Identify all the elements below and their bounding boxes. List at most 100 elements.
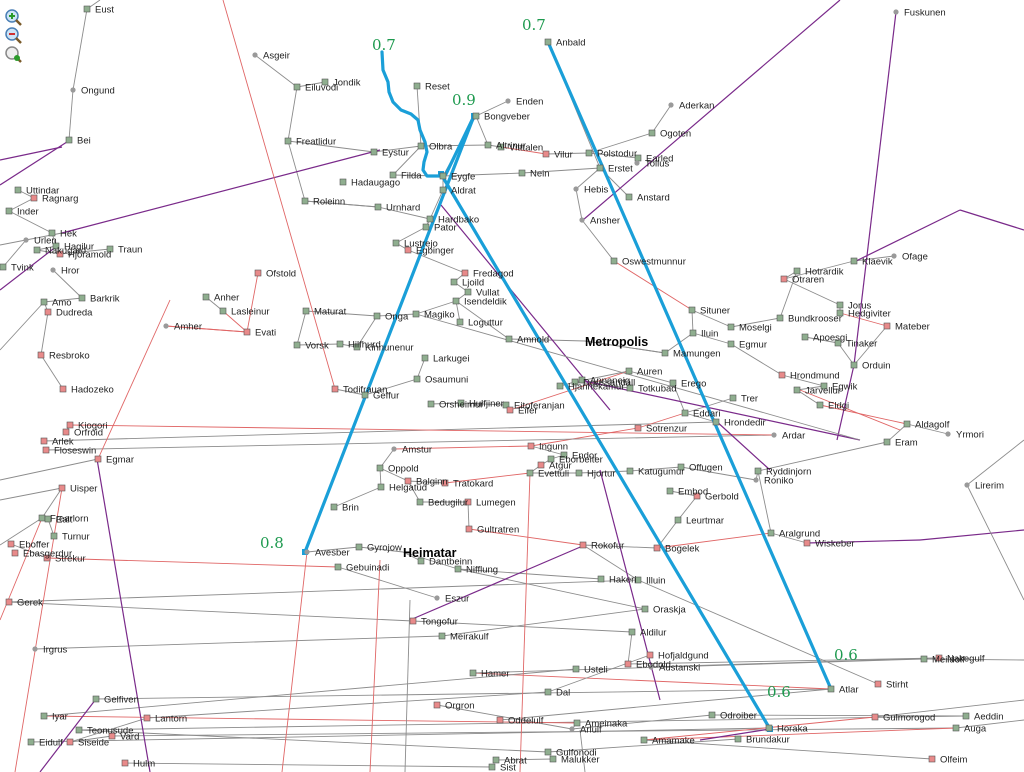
system-node[interactable] bbox=[753, 477, 759, 483]
system-node[interactable] bbox=[452, 297, 460, 305]
system-node[interactable] bbox=[780, 275, 788, 283]
system-node[interactable] bbox=[488, 763, 496, 771]
system-node[interactable] bbox=[850, 257, 858, 265]
system-node[interactable] bbox=[891, 253, 897, 259]
system-node[interactable] bbox=[874, 680, 882, 688]
system-node[interactable] bbox=[820, 382, 828, 390]
system-node[interactable] bbox=[677, 463, 685, 471]
system-node[interactable] bbox=[597, 575, 605, 583]
system-node[interactable] bbox=[62, 428, 70, 436]
system-node[interactable] bbox=[945, 431, 951, 437]
system-node[interactable] bbox=[389, 171, 397, 179]
system-node[interactable] bbox=[409, 617, 417, 625]
system-node[interactable] bbox=[871, 713, 879, 721]
system-node[interactable] bbox=[293, 83, 301, 91]
system-node[interactable] bbox=[464, 498, 472, 506]
system-node[interactable] bbox=[502, 401, 510, 409]
system-node[interactable] bbox=[252, 52, 258, 58]
system-node[interactable] bbox=[202, 293, 210, 301]
system-node[interactable] bbox=[883, 438, 891, 446]
system-node[interactable] bbox=[928, 755, 936, 763]
zoom-reset-icon[interactable] bbox=[4, 45, 22, 63]
system-node[interactable] bbox=[573, 719, 581, 727]
system-node[interactable] bbox=[666, 487, 674, 495]
system-node[interactable] bbox=[330, 503, 338, 511]
system-node[interactable] bbox=[952, 724, 960, 732]
system-node[interactable] bbox=[836, 301, 844, 309]
system-node[interactable] bbox=[353, 343, 361, 351]
system-node[interactable] bbox=[669, 379, 677, 387]
system-node[interactable] bbox=[893, 9, 899, 15]
system-node[interactable] bbox=[640, 736, 648, 744]
system-node[interactable] bbox=[626, 384, 634, 392]
system-node[interactable] bbox=[472, 112, 480, 120]
system-node[interactable] bbox=[321, 78, 329, 86]
system-node[interactable] bbox=[461, 269, 469, 277]
system-node[interactable] bbox=[331, 385, 339, 393]
system-node[interactable] bbox=[23, 237, 29, 243]
system-node[interactable] bbox=[544, 748, 552, 756]
system-node[interactable] bbox=[254, 269, 262, 277]
system-node[interactable] bbox=[30, 194, 38, 202]
system-node[interactable] bbox=[626, 467, 634, 475]
system-node[interactable] bbox=[803, 539, 811, 547]
system-node[interactable] bbox=[66, 738, 74, 746]
system-node[interactable] bbox=[537, 461, 545, 469]
system-node[interactable] bbox=[32, 646, 38, 652]
system-node[interactable] bbox=[163, 323, 169, 329]
system-node[interactable] bbox=[404, 246, 412, 254]
system-node[interactable] bbox=[506, 406, 514, 414]
system-node[interactable] bbox=[628, 628, 636, 636]
system-node[interactable] bbox=[65, 136, 73, 144]
system-node[interactable] bbox=[301, 197, 309, 205]
system-node[interactable] bbox=[355, 543, 363, 551]
system-node[interactable] bbox=[304, 549, 310, 555]
system-node[interactable] bbox=[674, 516, 682, 524]
system-node[interactable] bbox=[579, 541, 587, 549]
system-node[interactable] bbox=[646, 651, 654, 659]
system-node[interactable] bbox=[765, 724, 773, 732]
system-node[interactable] bbox=[465, 525, 473, 533]
system-node[interactable] bbox=[50, 267, 56, 273]
system-node[interactable] bbox=[549, 755, 557, 763]
system-node[interactable] bbox=[441, 479, 449, 487]
system-node[interactable] bbox=[624, 660, 632, 668]
system-node[interactable] bbox=[58, 484, 66, 492]
system-node[interactable] bbox=[70, 87, 76, 93]
system-node[interactable] bbox=[48, 229, 56, 237]
system-node[interactable] bbox=[434, 595, 440, 601]
system-node[interactable] bbox=[542, 150, 550, 158]
system-node[interactable] bbox=[59, 385, 67, 393]
system-node[interactable] bbox=[585, 149, 593, 157]
system-node[interactable] bbox=[572, 665, 580, 673]
system-node[interactable] bbox=[754, 467, 762, 475]
system-node[interactable] bbox=[27, 738, 35, 746]
system-node[interactable] bbox=[413, 375, 421, 383]
system-node[interactable] bbox=[688, 306, 696, 314]
system-node[interactable] bbox=[376, 464, 384, 472]
system-node[interactable] bbox=[816, 401, 824, 409]
system-node[interactable] bbox=[883, 322, 891, 330]
system-node[interactable] bbox=[492, 756, 500, 764]
system-node[interactable] bbox=[44, 308, 52, 316]
system-node[interactable] bbox=[834, 339, 842, 347]
system-node[interactable] bbox=[693, 492, 701, 500]
system-node[interactable] bbox=[729, 394, 737, 402]
system-node[interactable] bbox=[339, 178, 347, 186]
system-node[interactable] bbox=[793, 386, 801, 394]
system-node[interactable] bbox=[544, 38, 552, 46]
system-node[interactable] bbox=[575, 469, 583, 477]
system-node[interactable] bbox=[106, 245, 114, 253]
system-node[interactable] bbox=[14, 186, 22, 194]
system-node[interactable] bbox=[7, 540, 15, 548]
system-node[interactable] bbox=[771, 432, 777, 438]
system-node[interactable] bbox=[78, 294, 86, 302]
system-node[interactable] bbox=[94, 455, 102, 463]
system-node[interactable] bbox=[734, 735, 742, 743]
system-node[interactable] bbox=[439, 186, 447, 194]
system-node[interactable] bbox=[571, 378, 579, 386]
system-node[interactable] bbox=[92, 695, 100, 703]
system-node[interactable] bbox=[40, 712, 48, 720]
system-node[interactable] bbox=[596, 164, 604, 172]
system-node[interactable] bbox=[827, 685, 835, 693]
